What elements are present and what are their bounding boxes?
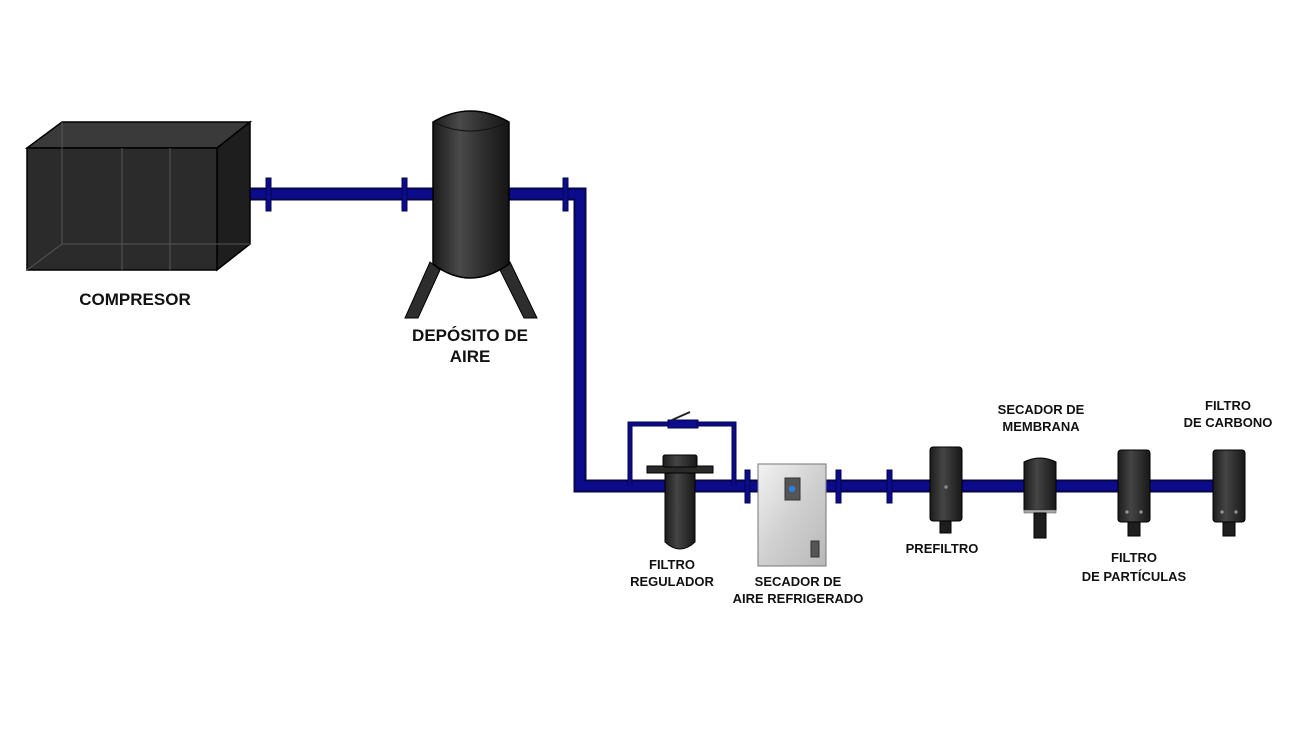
bypass-valve-icon <box>667 411 699 429</box>
flange <box>886 469 893 504</box>
pipe-flanges <box>265 177 893 504</box>
filtro-carbono-label-line1: FILTRO <box>1205 398 1251 413</box>
filtro-regulador-label-line1: FILTRO <box>649 557 695 572</box>
compresor-label: COMPRESOR <box>79 290 190 309</box>
prefiltro-label: PREFILTRO <box>906 541 979 556</box>
flange <box>562 177 569 212</box>
filtro-particulas-label-line2: DE PARTÍCULAS <box>1082 569 1187 584</box>
membrane-dryer-icon <box>1023 457 1057 539</box>
air-tank-icon <box>404 110 538 319</box>
refrigerated-dryer-icon <box>757 463 827 567</box>
filtro-regulador-label-line2: REGULADOR <box>630 574 714 589</box>
secador-refrigerado-label-line1: SECADOR DE <box>755 574 842 589</box>
flange <box>835 469 842 504</box>
filtro-particulas-label-line1: FILTRO <box>1111 550 1157 565</box>
compressor-icon <box>24 120 253 272</box>
flange <box>744 469 751 504</box>
filtro-carbono-label-line2: DE CARBONO <box>1184 415 1273 430</box>
flange <box>265 177 272 212</box>
pipe-network <box>232 187 1222 493</box>
carbon-filter-icon <box>1212 449 1246 537</box>
flange <box>401 177 408 212</box>
prefilter-icon <box>929 446 963 534</box>
deposito-label-line2: AIRE <box>450 347 491 366</box>
secador-membrana-label-line1: SECADOR DE <box>998 402 1085 417</box>
particle-filter-icon <box>1117 449 1151 537</box>
main-pipe <box>232 187 1222 493</box>
deposito-label-line1: DEPÓSITO DE <box>412 326 528 345</box>
secador-refrigerado-label-line2: AIRE REFRIGERADO <box>733 591 864 606</box>
filter-regulator-icon <box>646 454 714 550</box>
secador-membrana-label-line2: MEMBRANA <box>1002 419 1080 434</box>
